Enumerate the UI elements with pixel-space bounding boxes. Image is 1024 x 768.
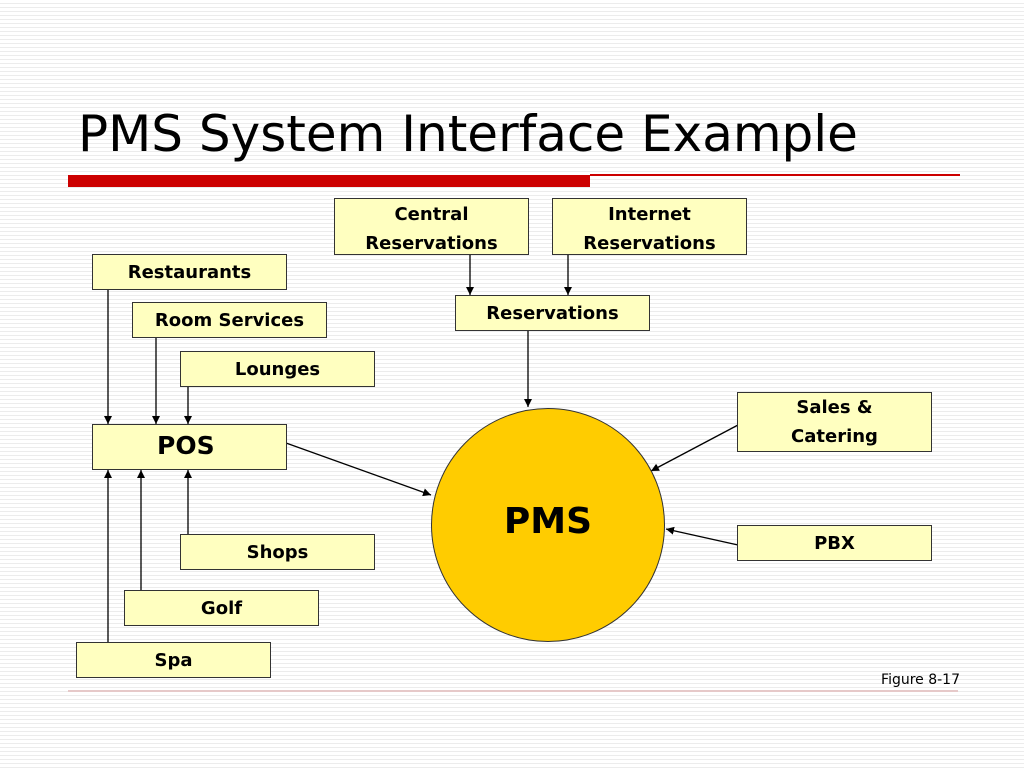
node-lounges: Lounges (180, 351, 375, 387)
node-internet-reservations: Internet Reservations (552, 198, 747, 255)
node-sales-catering: Sales & Catering (737, 392, 932, 452)
edge-pbx-to-pms (665, 526, 739, 546)
footer-divider (68, 690, 958, 692)
node-restaurants: Restaurants (92, 254, 287, 290)
node-pbx: PBX (737, 525, 932, 561)
edge-sales-to-pms (650, 424, 739, 472)
node-pos: POS (92, 424, 287, 470)
slide-title: PMS System Interface Example (78, 105, 858, 163)
pms-hub-label: PMS (503, 500, 593, 542)
figure-caption: Figure 8-17 (881, 672, 960, 688)
node-golf: Golf (124, 590, 319, 626)
node-pms-hub: PMS (431, 408, 665, 642)
node-reservations: Reservations (455, 295, 650, 331)
node-central-reservations: Central Reservations (334, 198, 529, 255)
node-spa: Spa (76, 642, 271, 678)
node-room-services: Room Services (132, 302, 327, 338)
node-shops: Shops (180, 534, 375, 570)
edge-pos-to-pms (285, 442, 432, 497)
title-underline-bar (68, 175, 590, 187)
title-underline-line (590, 174, 960, 176)
